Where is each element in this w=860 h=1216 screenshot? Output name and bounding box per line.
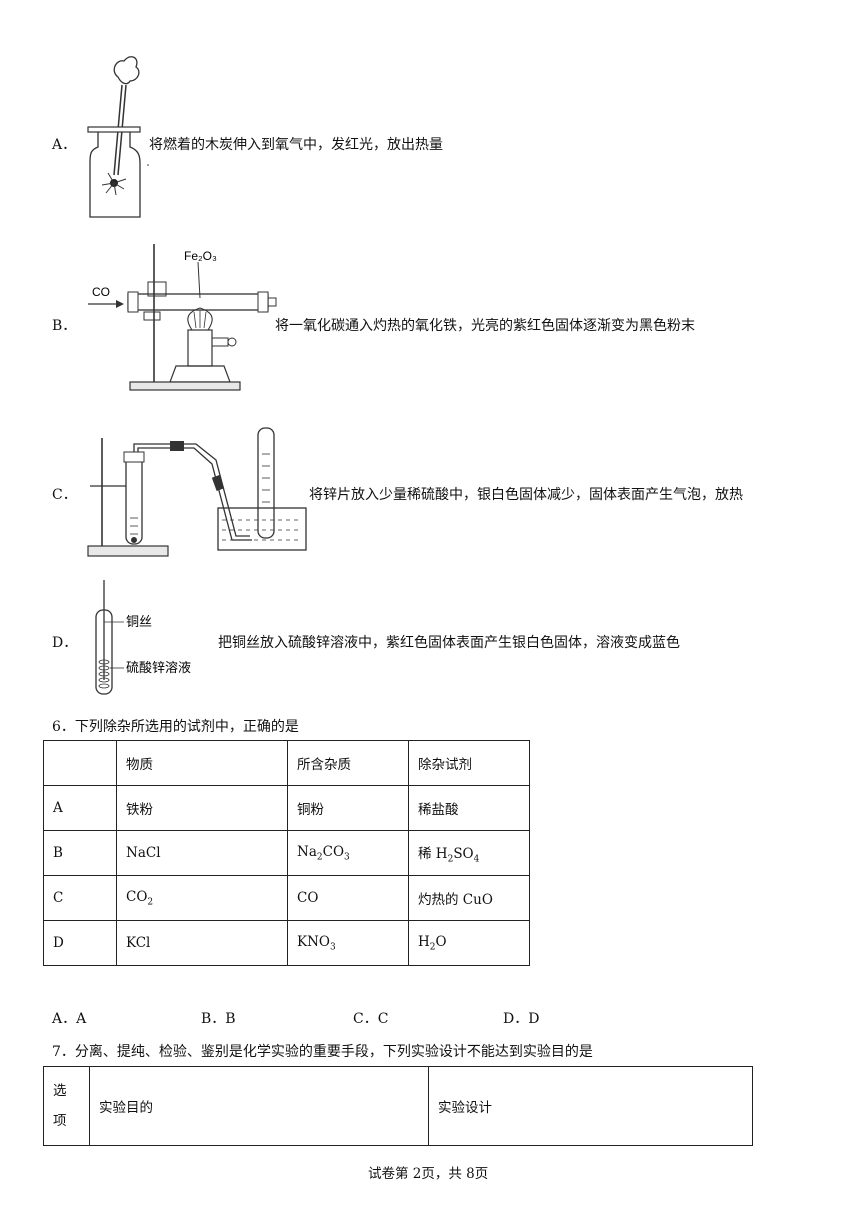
- q6-stem: 6．下列除杂所选用的试剂中，正确的是: [52, 719, 299, 735]
- q7-header-design: 实验设计: [428, 1066, 753, 1146]
- diagram-charcoal-in-oxygen: [87, 56, 149, 218]
- cell-reagent: H2O: [408, 920, 530, 966]
- option-b-letter: B．: [52, 318, 77, 334]
- row-label: A: [43, 785, 117, 831]
- row-label: C: [43, 875, 117, 921]
- diagram-zinc-in-acid: [87, 427, 307, 557]
- label-copper-wire: 铜丝: [126, 615, 152, 630]
- cell-substance: NaCl: [116, 830, 288, 876]
- label-fe2o3: Fe₂O₃: [184, 249, 217, 263]
- diagram-copper-in-zinc-sulfate: 铜丝 硫酸锌溶液: [95, 580, 191, 695]
- cell-impurity: Na2CO3: [287, 830, 409, 876]
- q6-header-substance: 物质: [116, 740, 288, 786]
- option-b-text: 将一氧化碳通入灼热的氧化铁，光亮的紫红色固体逐渐变为黑色粉末: [275, 318, 695, 334]
- q6-header-blank: [43, 740, 117, 786]
- table-row: B NaCl Na2CO3 稀 H2SO4: [43, 830, 530, 876]
- table-row: C CO2 CO 灼热的 CuO: [43, 875, 530, 921]
- label-zinc-sulfate-solution: 硫酸锌溶液: [126, 661, 191, 676]
- q7-table: 选项 实验目的 实验设计: [43, 1066, 753, 1146]
- q7-header-purpose: 实验目的: [89, 1066, 429, 1146]
- cell-impurity: 铜粉: [287, 785, 409, 831]
- page-footer: 试卷第 2页，共 8页: [368, 1166, 489, 1182]
- q6-answer-b[interactable]: B．B: [201, 1011, 236, 1027]
- diagram-co-reduces-iron-oxide: CO Fe₂O₃: [88, 244, 277, 391]
- option-d-letter: D．: [52, 635, 78, 651]
- q6-answer-a[interactable]: A．A: [52, 1011, 87, 1027]
- option-c-letter: C．: [52, 487, 77, 503]
- q6-table: 物质 所含杂质 除杂试剂 A 铁粉 铜粉 稀盐酸 B NaCl Na2CO3 稀…: [43, 740, 530, 966]
- q6-header-row: 物质 所含杂质 除杂试剂: [43, 740, 530, 786]
- q6-header-impurity: 所含杂质: [287, 740, 409, 786]
- cell-impurity: CO: [287, 875, 409, 921]
- cell-reagent: 灼热的 CuO: [408, 875, 530, 921]
- row-label: B: [43, 830, 117, 876]
- cell-impurity: KNO3: [287, 920, 409, 966]
- option-c-text: 将锌片放入少量稀硫酸中，银白色固体减少，固体表面产生气泡，放热: [309, 487, 743, 503]
- q6-header-reagent: 除杂试剂: [408, 740, 530, 786]
- cell-substance: 铁粉: [116, 785, 288, 831]
- q7-stem: 7．分离、提纯、检验、鉴别是化学实验的重要手段，下列实验设计不能达到实验目的是: [52, 1044, 593, 1060]
- cell-substance: CO2: [116, 875, 288, 921]
- option-d-text: 把铜丝放入硫酸锌溶液中，紫红色固体表面产生银白色固体，溶液变成蓝色: [218, 635, 680, 651]
- cell-reagent: 稀 H2SO4: [408, 830, 530, 876]
- q6-answer-c[interactable]: C．C: [353, 1011, 389, 1027]
- table-row: D KCl KNO3 H2O: [43, 920, 530, 966]
- q7-header-option: 选项: [43, 1066, 90, 1146]
- cell-reagent: 稀盐酸: [408, 785, 530, 831]
- q6-answer-d[interactable]: D．D: [503, 1011, 540, 1027]
- table-row: A 铁粉 铜粉 稀盐酸: [43, 785, 530, 831]
- option-a-text: 将燃着的木炭伸入到氧气中，发红光，放出热量: [149, 137, 443, 153]
- q7-header-row: 选项 实验目的 实验设计: [43, 1066, 753, 1146]
- row-label: D: [43, 920, 117, 966]
- label-co: CO: [92, 285, 110, 299]
- option-a-letter: A．: [52, 137, 77, 153]
- cell-substance: KCl: [116, 920, 288, 966]
